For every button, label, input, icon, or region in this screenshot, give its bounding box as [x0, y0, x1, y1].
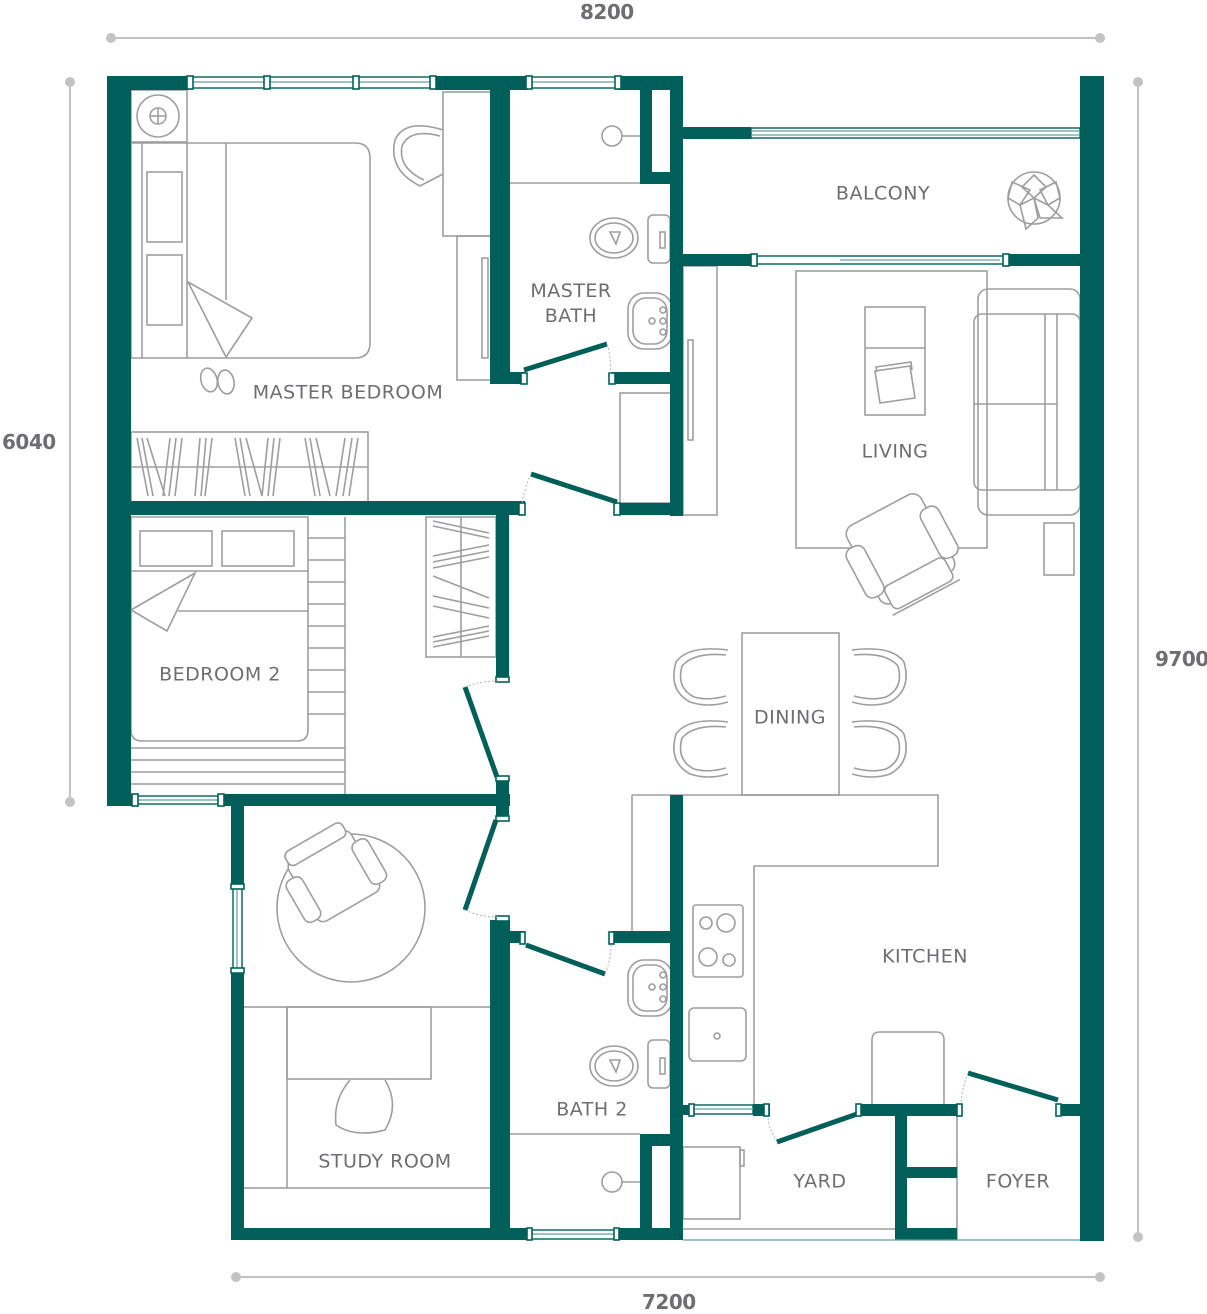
desk-chair	[393, 124, 444, 187]
side-table	[1043, 522, 1075, 576]
coffee-table	[864, 306, 926, 416]
sofa	[977, 288, 1081, 516]
bath2-toilet	[589, 1045, 639, 1087]
dimension-right-height: 9700	[1155, 647, 1207, 671]
slippers	[199, 367, 219, 393]
study-chair	[334, 1079, 394, 1134]
armchair	[845, 493, 961, 616]
lamp-icon	[136, 94, 180, 138]
dimension-lines	[65, 33, 1143, 1282]
room-label-balcony: BALCONY	[835, 182, 931, 205]
storage-cabinet	[619, 392, 673, 504]
fridge	[871, 1031, 945, 1105]
room-label-bedroom-2: BEDROOM 2	[159, 663, 281, 686]
doors	[462, 341, 1062, 1145]
study-desk	[286, 1006, 432, 1080]
magazine	[874, 365, 916, 404]
kitchen-counter	[632, 794, 939, 1105]
shower-head	[601, 125, 623, 147]
room-label-yard: YARD	[793, 1170, 847, 1193]
master-bath-line-2: BATH	[544, 305, 598, 327]
room-label-study-room: STUDY ROOM	[318, 1150, 452, 1173]
walls	[107, 76, 1104, 1241]
bedroom2-bed	[130, 516, 309, 742]
kitchen-sink	[688, 1007, 747, 1062]
toilet	[589, 217, 639, 259]
dimension-top-width: 8200	[580, 0, 634, 24]
windows	[131, 75, 1081, 1241]
room-label-foyer: FOYER	[985, 1170, 1051, 1193]
dining-chairs	[673, 648, 907, 778]
study-armchair	[284, 822, 388, 924]
room-label-bath-2: BATH 2	[556, 1098, 628, 1121]
room-label-living: LIVING	[861, 440, 929, 463]
dimension-left-height: 6040	[2, 430, 56, 454]
room-label-master-bath: MASTER BATH	[530, 279, 611, 329]
plant-icon	[1007, 171, 1065, 231]
master-bath-line-1: MASTER	[530, 280, 612, 302]
floor-slats	[131, 517, 346, 795]
washer	[682, 1146, 741, 1220]
room-label-master-bedroom: MASTER BEDROOM	[252, 381, 444, 404]
cooktop	[692, 904, 744, 978]
room-label-dining: DINING	[754, 706, 826, 729]
master-bed	[130, 142, 371, 359]
bath2-shower	[601, 1171, 623, 1193]
room-label-kitchen: KITCHEN	[882, 945, 968, 968]
dimension-bottom-width: 7200	[642, 1290, 696, 1314]
desk	[442, 91, 494, 237]
furniture	[129, 89, 1081, 1240]
